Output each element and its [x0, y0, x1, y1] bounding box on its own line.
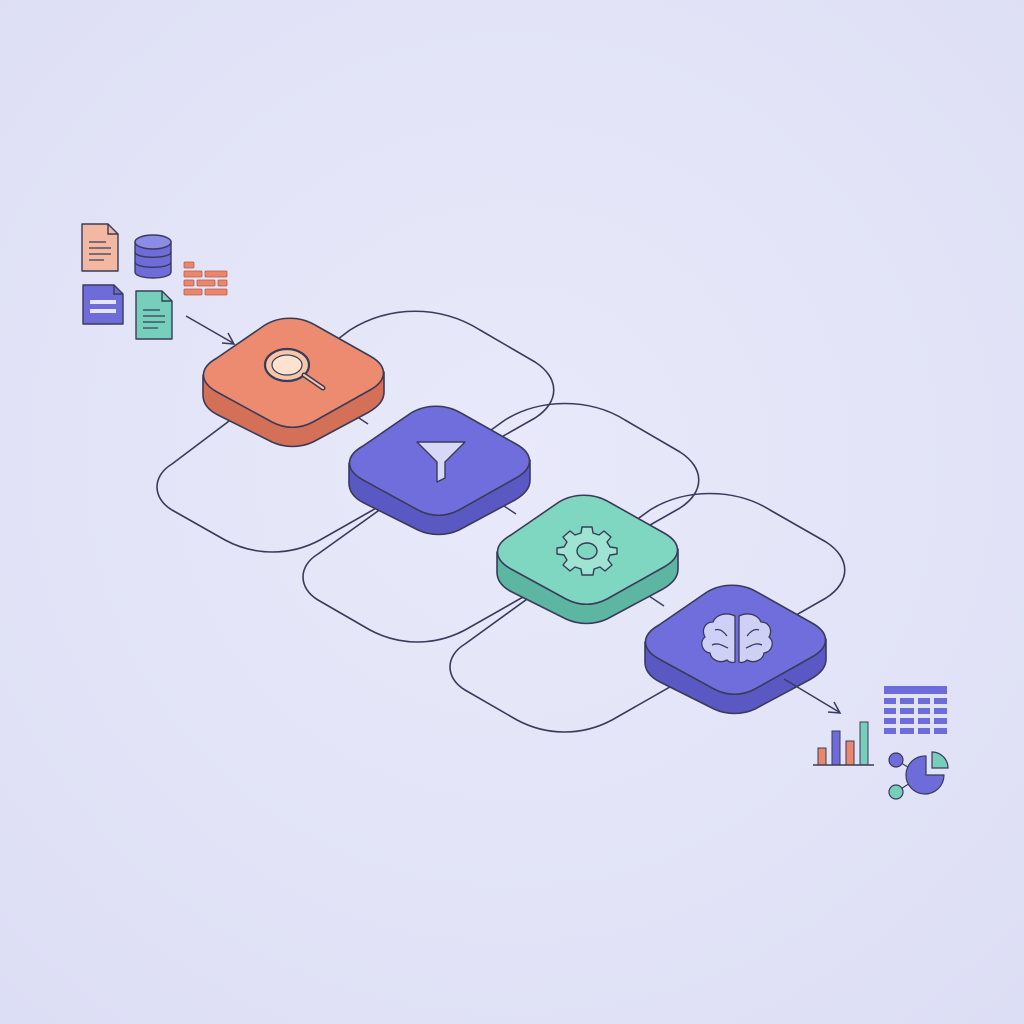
outline-plates [156, 310, 846, 733]
magnifier-icon [263, 347, 326, 391]
input-icons [81, 223, 236, 345]
stage-filter[interactable] [348, 405, 531, 536]
network-pie-icon [888, 751, 949, 800]
form-document-icon [82, 284, 124, 325]
bar-chart-icon [813, 721, 874, 766]
output-icons [783, 678, 949, 800]
stage-search[interactable] [202, 317, 385, 448]
outline-plate-2 [302, 402, 700, 643]
database-icon [134, 234, 172, 279]
brain-icon [701, 613, 773, 664]
brick-grid-icon [183, 261, 228, 296]
output-arrow-icon [783, 678, 842, 714]
outline-plate-3 [449, 492, 846, 733]
text-document-icon [81, 223, 119, 272]
stage-process[interactable] [496, 494, 679, 625]
input-arrow-icon [185, 315, 236, 345]
outline-plate-1 [156, 310, 555, 553]
stage-analyze[interactable] [644, 584, 827, 715]
text-document-icon [135, 290, 173, 340]
gear-icon [556, 526, 618, 576]
funnel-icon [416, 441, 466, 483]
table-icon [884, 686, 947, 734]
